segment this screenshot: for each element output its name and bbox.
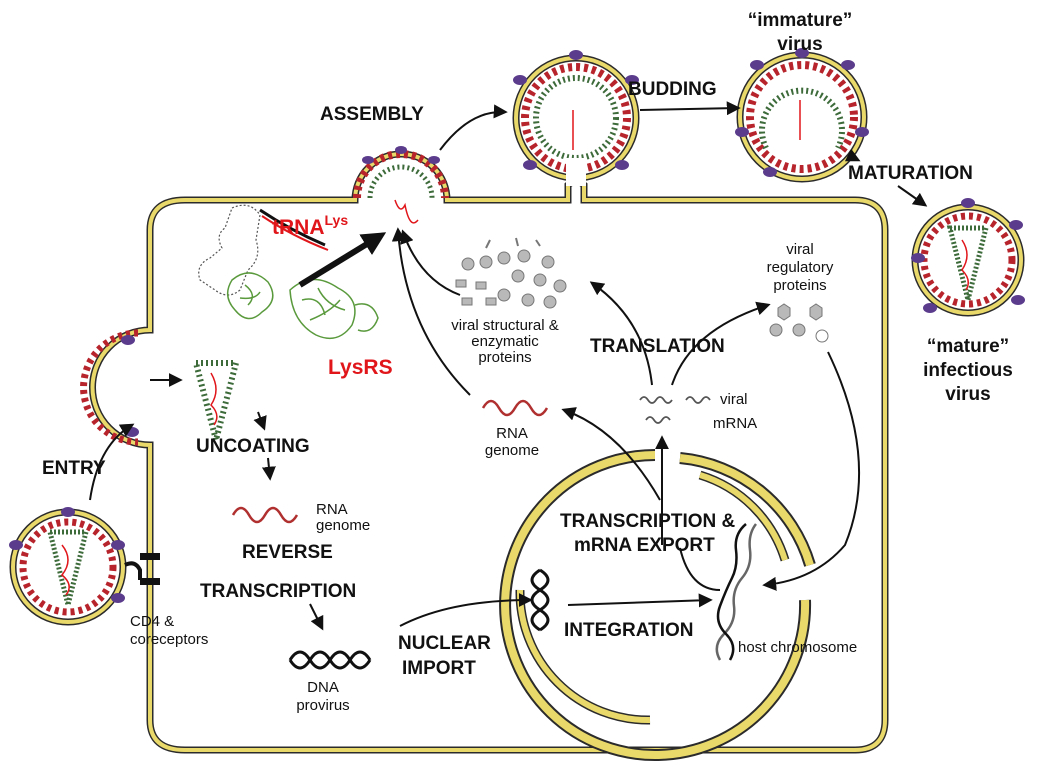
cd4-receptor-shapes [124,553,160,585]
label-mature-1: “mature” [927,336,1009,357]
label-budding: BUDDING [628,79,717,100]
label-dna-1: DNA [307,679,339,696]
lysrs-structure [226,272,379,340]
label-transcription-1: TRANSCRIPTION & [560,511,736,532]
label-translation: TRANSLATION [590,336,725,357]
label-nuclear-2: IMPORT [402,658,476,679]
label-rna-genome-1: RNA [496,425,528,442]
arrow-to-maturation [844,148,861,162]
arrow-entry [89,423,135,501]
cell-membrane [89,150,889,754]
label-mature-3: virus [945,384,990,405]
arrow-to-rna-genome-nuc [561,407,661,501]
label-structural-2: enzymatic [471,333,539,350]
label-rna-genome-2: genome [485,442,539,459]
arrow-transcription-curve [679,547,721,591]
nucleus-envelope [499,449,816,761]
label-lysrs: LysRS [328,356,393,379]
label-immature-2: virus [777,34,822,55]
label-viral-mrna-2: mRNA [713,415,757,432]
label-assembly: ASSEMBLY [320,104,424,125]
arrow-maturation [897,185,928,207]
label-trna-sup: Lys [325,212,349,228]
label-host-chromosome: host chromosome [738,639,857,656]
label-dna-2: provirus [296,697,349,714]
integrating-dna-helix [530,568,550,632]
rna-genome-translation [481,399,549,417]
label-cd4-1: CD4 & [130,613,174,630]
arrow-regulatory-to-chromosome [762,351,861,591]
label-entry: ENTRY [42,458,106,479]
immature-virion [735,48,869,183]
label-cd4-2: coreceptors [130,631,208,648]
arrow-reverse-transcription [309,603,324,631]
assembling-virion [353,146,449,224]
label-trna-main: tRNA [272,216,325,239]
flow-arrows [89,101,928,631]
label-uncoating: UNCOATING [196,436,310,457]
incoming-virion [9,507,127,626]
mature-virion [911,198,1025,317]
label-immature-1: “immature” [748,10,853,31]
label-regulatory-3: proteins [773,277,826,294]
label-transcription-2: mRNA EXPORT [574,535,715,556]
arrow-rna-to-assembly [391,227,471,396]
stage-labels: ASSEMBLY BUDDING “immature” virus MATURA… [42,10,1013,679]
label-structural-3: proteins [478,349,531,366]
regulatory-protein-cluster [769,303,829,343]
arrow-trna-to-assembly [298,232,387,288]
label-nuclear-1: NUCLEAR [398,633,491,654]
arrow-to-rna-genome [261,457,276,481]
arrow-uncoating [253,411,267,431]
label-structural-1: viral structural & [451,317,559,334]
dna-provirus-helix [288,650,372,670]
budding-virion [512,50,640,186]
label-regulatory-1: viral [786,241,814,258]
arrow-assembly-to-budding [439,104,508,151]
structural-protein-cluster [455,237,567,309]
arrow-proteins-to-assembly [400,229,461,296]
label-mature-2: infectious [923,360,1013,381]
label-reverse-2: TRANSCRIPTION [200,581,356,602]
label-reverse-1: REVERSE [242,542,333,563]
label-maturation: MATURATION [848,163,973,184]
label-regulatory-2: regulatory [767,259,834,276]
trna-structure [198,204,329,296]
label-rna-genome-cyto-2: genome [316,517,370,534]
viral-mrna-strands [639,396,711,424]
arrow-budding [639,101,741,116]
uncoated-capsid [192,360,240,452]
arrow-translation-structural [589,281,653,386]
arrow-integration [567,593,713,608]
host-chromosome-helix [715,523,758,661]
label-viral-mrna-1: viral [720,391,748,408]
component-labels: tRNALys LysRS viral structural & enzymat… [130,212,857,714]
label-integration: INTEGRATION [564,620,693,641]
label-rna-genome-cyto-1: RNA [316,501,348,518]
rna-genome-cyto [231,506,299,524]
arrow-nuclear-import [399,593,533,627]
arrow-translation-regulatory [671,301,771,386]
label-trna: tRNALys [272,212,348,239]
